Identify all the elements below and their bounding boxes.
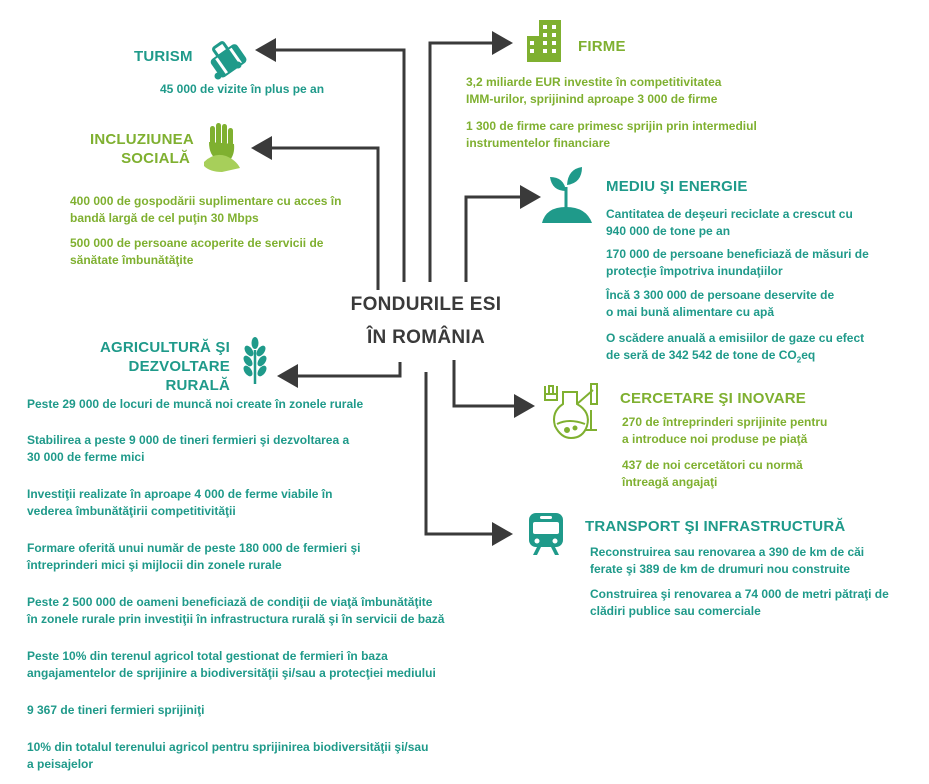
mediu-line-4: protecţie împotriva inundaţiilor [606,264,783,278]
agricultura-item-7: 9 367 de tineri fermieri sprijiniţi [27,703,205,717]
arrow-to-agricultura [277,362,402,388]
cercetare-item-1: 270 de întreprinderi sprijinite pentru a… [622,414,827,448]
mediu-item-4: O scădere anuală a emisiilor de gaze cu … [606,330,864,368]
agricultura-item-5: Peste 2 500 000 de oameni beneficiază de… [27,594,444,628]
mediu-line-7: O scădere anuală a emisiilor de gaze cu … [606,331,865,345]
sprout-icon [540,165,594,230]
incluziune-line-4: sănătate îmbunătăţite [70,253,194,267]
incluziune-line-1: 400 000 de gospodării suplimentare cu ac… [70,194,342,208]
incluziune-line-2: bandă largă de cel puţin 30 Mbps [70,211,259,225]
agricultura-item-8: 10% din totalul terenului agricol pentru… [27,739,428,773]
cercetare-item-2: 437 de noi cercetători cu normă întreagă… [622,457,803,491]
center-title-line1: FONDURILE ESI [350,294,502,315]
agricultura-line-4: Investiţii realizate în aproape 4 000 de… [27,487,333,501]
arrow-to-incluziune [251,136,380,290]
turism-title: TURISM [134,48,193,65]
transport-item-2: Construirea şi renovarea a 74 000 de met… [590,586,889,620]
agricultura-title: AGRICULTURĂ ŞI DEZVOLTARE RURALĂ [60,338,230,395]
mediu-item-2: 170 000 de persoane beneficiază de măsur… [606,246,869,280]
center-title-line2: ÎN ROMÂNIA [366,327,486,348]
transport-line-1: Reconstruirea sau renovarea a 390 de km … [590,545,865,559]
mediu-line-2: 940 000 de tone pe an [606,224,731,238]
mediu-line-5: Încă 3 300 000 de persoane deservite de [606,288,835,302]
agricultura-line-10: Peste 10% din terenul agricol total gest… [27,649,388,663]
agricultura-line-7: întreprinderi mici şi mijlocii din zonel… [27,558,282,572]
incluziune-title-line1: INCLUZIUNEA [90,131,194,148]
transport-line-3: Construirea şi renovarea a 74 000 de met… [590,587,889,601]
agricultura-line-6: Formare oferită unui număr de peste 180 … [27,541,361,555]
train-icon [525,511,567,562]
transport-line-2: ferate şi 389 de km de drumuri nou const… [590,562,851,576]
agricultura-line-13: 10% din totalul terenului agricol pentru… [27,740,429,754]
firme-item-2: 1 300 de firme care primesc sprijin prin… [466,118,757,152]
mediu-line-8: de seră de 342 542 de tone de CO2eq [606,347,864,368]
mediu-item-1: Cantitatea de deşeuri reciclate a crescu… [606,206,853,240]
incluziune-item-2: 500 000 de persoane acoperite de servici… [70,235,323,269]
agricultura-line-9: în zonele rurale prin investiţii în infr… [27,612,445,626]
cercetare-line-4: întreagă angajaţi [622,475,718,489]
agricultura-line-14: a peisajelor [27,757,94,771]
mediu-co2-suffix: eq [801,348,816,362]
transport-line-4: clădiri publice sau comerciale [590,604,761,618]
agricultura-line-2: Stabilirea a peste 9 000 de tineri fermi… [27,433,350,447]
transport-item-1: Reconstruirea sau renovarea a 390 de km … [590,544,864,578]
turism-item-1: 45 000 de vizite în plus pe an [160,82,325,96]
mediu-line-1: Cantitatea de deşeuri reciclate a crescu… [606,207,853,221]
luggage-icon [204,38,252,85]
mediu-co2-subscript: 2 [796,355,802,365]
wheat-icon [238,336,272,391]
arrow-to-mediu [464,185,541,282]
cercetare-title: CERCETARE ŞI INOVARE [620,390,806,407]
arrow-to-transport [424,372,513,546]
cercetare-line-1: 270 de întreprinderi sprijinite pentru [622,415,828,429]
mediu-line-3: 170 000 de persoane beneficiază de măsur… [606,247,869,261]
cercetare-line-2: a introduce noi produse pe piaţă [622,432,808,446]
mediu-co2-text: de seră de 342 542 de tone de CO [606,348,797,362]
mediu-line-6: o mai bună alimentare cu apă [606,305,775,319]
firme-line-3: 1 300 de firme care primesc sprijin prin… [466,119,757,133]
agricultura-item-1: Peste 29 000 de locuri de muncă noi crea… [27,397,364,411]
agricultura-line-5: vederea îmbunătăţirii competitivităţii [27,504,236,518]
transport-title: TRANSPORT ŞI INFRASTRUCTURĂ [585,518,846,535]
agricultura-line-8: Peste 2 500 000 de oameni beneficiază de… [27,595,433,609]
incluziune-line-3: 500 000 de persoane acoperite de servici… [70,236,324,250]
arrow-to-turism [255,38,406,282]
agricultura-line-11: angajamentelor de sprijinire a biodivers… [27,666,436,680]
agricultura-item-4: Formare oferită unui număr de peste 180 … [27,540,360,574]
mediu-item-3: Încă 3 300 000 de persoane deservite de … [606,287,834,321]
arrow-to-firme [428,31,513,282]
helping-hands-icon [200,122,244,179]
firme-item-1: 3,2 miliarde EUR investite în competitiv… [466,74,721,108]
incluziune-title: INCLUZIUNEA SOCIALĂ [90,130,194,168]
firme-line-4: instrumentelor financiare [466,136,611,150]
firme-title: FIRME [578,38,626,55]
firme-line-1: 3,2 miliarde EUR investite în competitiv… [466,75,722,89]
agricultura-item-6: Peste 10% din terenul agricol total gest… [27,648,436,682]
center-title: FONDURILE ESI ÎN ROMÂNIA [346,288,506,354]
firme-line-2: IMM-urilor, sprijinind aproape 3 000 de … [466,92,718,106]
agricultura-item-2: Stabilirea a peste 9 000 de tineri fermi… [27,432,349,466]
agricultura-title-line1: AGRICULTURĂ ŞI [99,339,230,356]
incluziune-title-line2: SOCIALĂ [121,150,190,167]
cercetare-line-3: 437 de noi cercetători cu normă [622,458,803,472]
incluziune-item-1: 400 000 de gospodării suplimentare cu ac… [70,193,341,227]
mediu-title: MEDIU ŞI ENERGIE [606,178,748,195]
office-building-icon [525,18,565,67]
laboratory-flask-icon [541,382,599,445]
agricultura-item-3: Investiţii realizate în aproape 4 000 de… [27,486,332,520]
arrow-to-cercetare [452,360,535,418]
agricultura-title-line2: DEZVOLTARE RURALĂ [128,358,230,394]
agricultura-line-3: 30 000 de ferme mici [27,450,145,464]
